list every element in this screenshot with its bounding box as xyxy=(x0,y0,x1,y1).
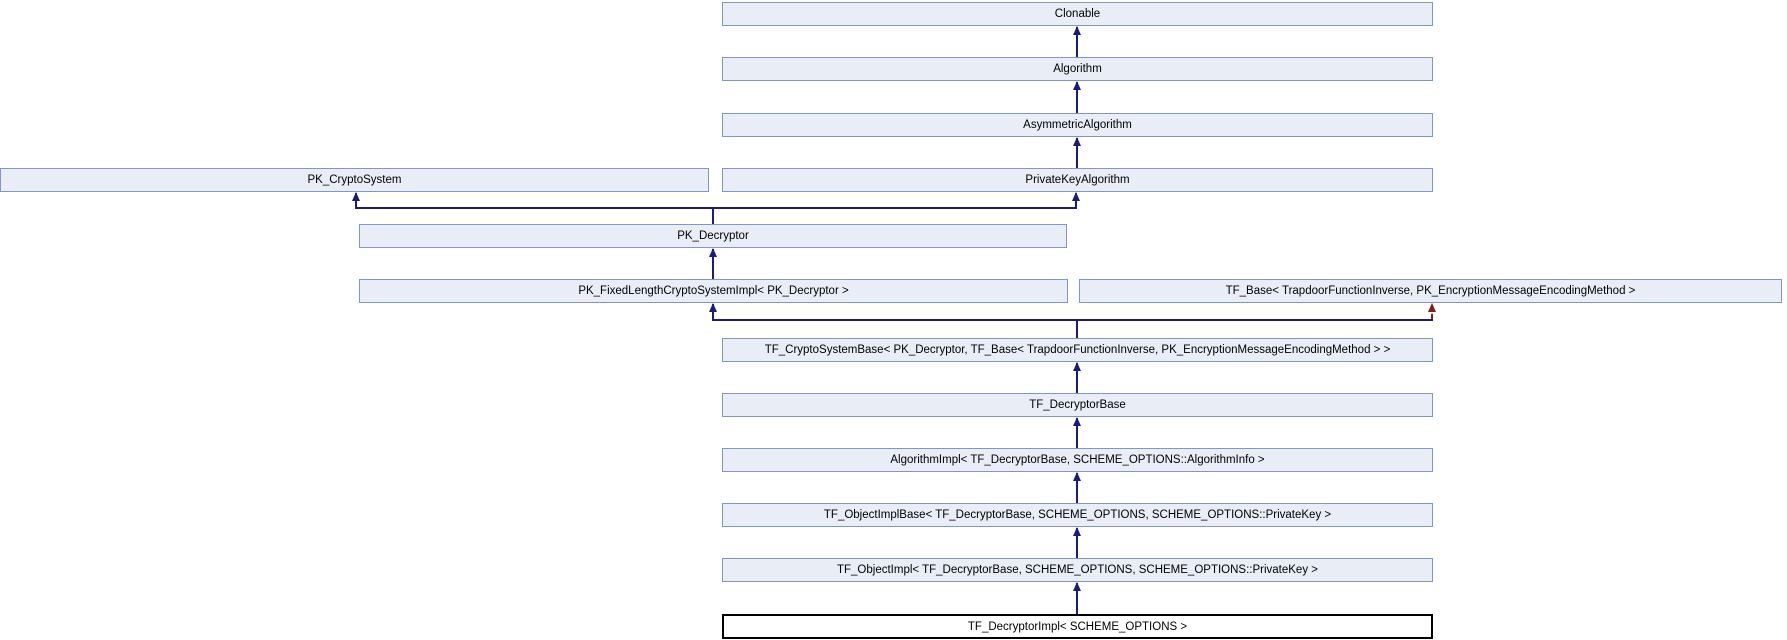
edge-tfcryptosystembase-branch-stub-line xyxy=(1076,319,1078,338)
node-asymmetric-algorithm[interactable]: AsymmetricAlgorithm xyxy=(722,113,1433,137)
edge-algorithm-to-clonable-arrowhead-icon xyxy=(1073,26,1081,35)
edge-pkdecryptor-to-pkcryptosystem-arrowhead-icon xyxy=(352,192,360,201)
edge-tfdecryptorimpl-to-tfobjectimpl-line xyxy=(1076,583,1078,614)
edge-tfcryptosystembase-branch-hline xyxy=(712,319,1433,321)
edge-pkdecryptor-branch-stub-line xyxy=(712,207,714,224)
node-pk-fixedlength-cryptosystem-impl[interactable]: PK_FixedLengthCryptoSystemImpl< PK_Decry… xyxy=(359,279,1068,303)
node-pk-cryptosystem[interactable]: PK_CryptoSystem xyxy=(0,168,709,192)
node-tf-decryptor-base[interactable]: TF_DecryptorBase xyxy=(722,393,1433,417)
node-tf-objectimpl-base[interactable]: TF_ObjectImplBase< TF_DecryptorBase, SCH… xyxy=(722,503,1433,527)
node-clonable[interactable]: Clonable xyxy=(722,2,1433,26)
edge-algorithm-to-clonable-line xyxy=(1076,27,1078,57)
edge-privatekey-to-asymmetric-line xyxy=(1076,138,1078,168)
edge-tfcryptosystembase-to-pkfixedlength-arrowhead-icon xyxy=(709,303,717,312)
edge-tfcryptosystembase-to-tfbase-arrowhead-icon xyxy=(1428,303,1436,312)
node-tf-cryptosystem-base[interactable]: TF_CryptoSystemBase< PK_Decryptor, TF_Ba… xyxy=(722,338,1433,362)
edge-pkfixedlength-to-pkdecryptor-line xyxy=(712,249,714,279)
edge-tfdecryptorimpl-to-tfobjectimpl-arrowhead-icon xyxy=(1073,582,1081,591)
node-tf-base[interactable]: TF_Base< TrapdoorFunctionInverse, PK_Enc… xyxy=(1079,279,1782,303)
edge-asymmetric-to-algorithm-arrowhead-icon xyxy=(1073,81,1081,90)
edge-tfdecryptorbase-to-tfcryptosystembase-arrowhead-icon xyxy=(1073,362,1081,371)
edge-pkdecryptor-branch-hline xyxy=(355,207,1077,209)
edge-tfcryptosystembase-to-tfbase-dashed-line xyxy=(1431,305,1433,319)
node-algorithm-impl[interactable]: AlgorithmImpl< TF_DecryptorBase, SCHEME_… xyxy=(722,448,1433,472)
node-algorithm[interactable]: Algorithm xyxy=(722,57,1433,81)
edge-tfobjectimplbase-to-algorithmimpl-line xyxy=(1076,473,1078,503)
edge-tfdecryptorbase-to-tfcryptosystembase-line xyxy=(1076,363,1078,393)
node-privatekey-algorithm[interactable]: PrivateKeyAlgorithm xyxy=(722,168,1433,192)
edge-tfobjectimplbase-to-algorithmimpl-arrowhead-icon xyxy=(1073,472,1081,481)
edge-pkfixedlength-to-pkdecryptor-arrowhead-icon xyxy=(709,248,717,257)
node-pk-decryptor[interactable]: PK_Decryptor xyxy=(359,224,1067,248)
edge-pkdecryptor-to-privatekey-line xyxy=(1075,193,1077,209)
node-tf-decryptor-impl-current: TF_DecryptorImpl< SCHEME_OPTIONS > xyxy=(722,614,1433,639)
edge-tfobjectimpl-to-tfobjectimplbase-line xyxy=(1076,528,1078,558)
edge-pkdecryptor-to-pkcryptosystem-line xyxy=(355,193,357,209)
edge-privatekey-to-asymmetric-arrowhead-icon xyxy=(1073,137,1081,146)
node-tf-objectimpl[interactable]: TF_ObjectImpl< TF_DecryptorBase, SCHEME_… xyxy=(722,558,1433,582)
edge-algorithmimpl-to-tfdecryptorbase-arrowhead-icon xyxy=(1073,417,1081,426)
edge-asymmetric-to-algorithm-line xyxy=(1076,82,1078,113)
edge-algorithmimpl-to-tfdecryptorbase-line xyxy=(1076,418,1078,448)
edge-pkdecryptor-to-privatekey-arrowhead-icon xyxy=(1072,192,1080,201)
edge-tfobjectimpl-to-tfobjectimplbase-arrowhead-icon xyxy=(1073,527,1081,536)
